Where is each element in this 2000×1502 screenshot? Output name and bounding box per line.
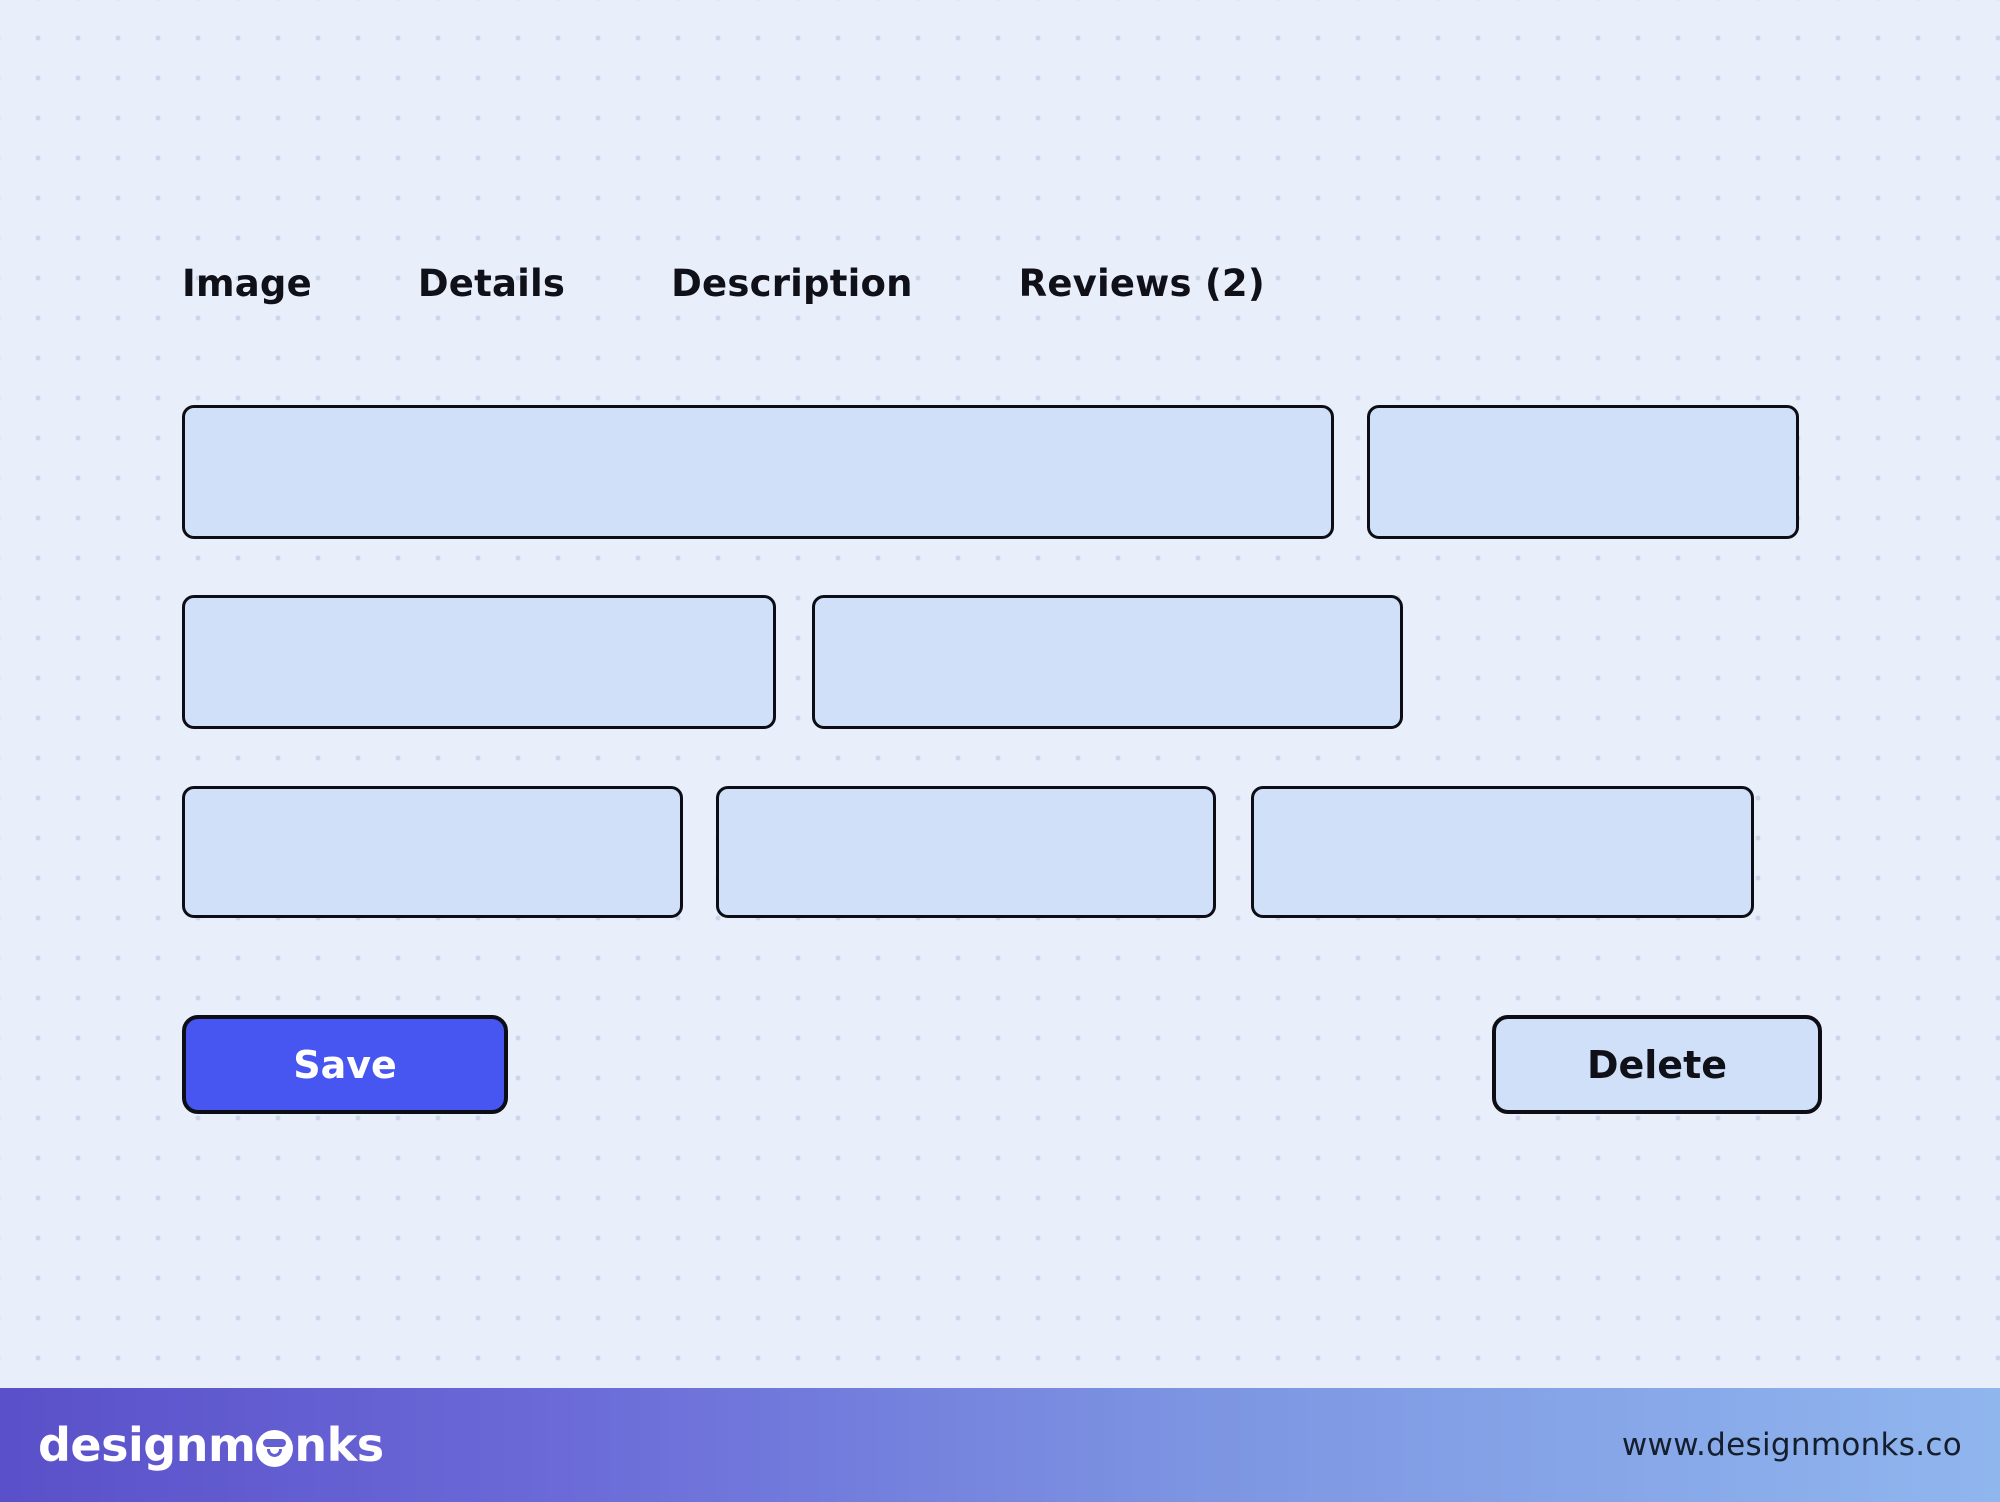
logo-text-prefix: designm [38, 1418, 256, 1472]
placeholder-field-row2-right[interactable] [812, 595, 1403, 729]
delete-button-label: Delete [1586, 1042, 1728, 1087]
placeholder-field-row1-wide[interactable] [182, 405, 1334, 539]
save-button-label: Save [293, 1042, 397, 1087]
tab-description[interactable]: Description [671, 262, 913, 305]
placeholder-field-row3-right[interactable] [1251, 786, 1754, 918]
monk-face-icon [256, 1429, 294, 1467]
save-button[interactable]: Save [182, 1015, 508, 1114]
delete-button[interactable]: Delete [1492, 1015, 1822, 1114]
placeholder-field-row1-small[interactable] [1367, 405, 1799, 539]
placeholder-field-row3-left[interactable] [182, 786, 683, 918]
tab-image[interactable]: Image [182, 262, 312, 305]
footer-website-url: www.designmonks.co [1621, 1427, 1962, 1463]
placeholder-field-row2-left[interactable] [182, 595, 776, 729]
tab-details[interactable]: Details [417, 262, 566, 305]
logo-text-suffix: nks [294, 1418, 384, 1472]
placeholder-field-row3-middle[interactable] [716, 786, 1216, 918]
tab-bar: Image Details Description Reviews (2) [182, 262, 1265, 305]
tab-reviews[interactable]: Reviews (2) [1018, 262, 1265, 305]
